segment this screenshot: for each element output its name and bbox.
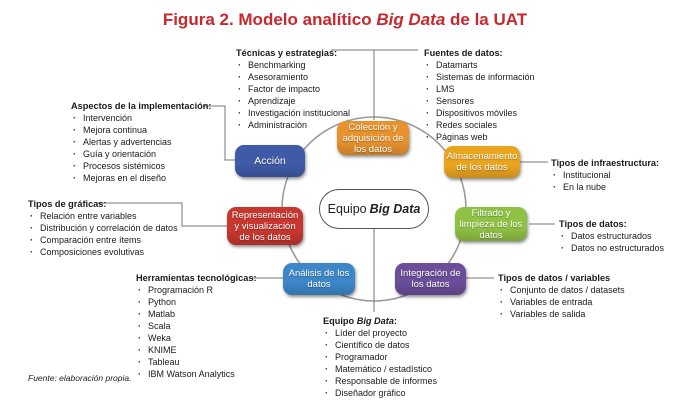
block-variables: Tipos de datos / variables Conjunto de d…	[498, 272, 625, 320]
list-item: Variables de salida	[498, 308, 625, 320]
node-filtrado-label: Filtrado y limpieza de los datos	[459, 207, 523, 241]
block-tiposdatos: Tipos de datos: Datos estructuradosDatos…	[559, 218, 664, 254]
node-almacenamiento-label: Almacenamiento de los datos	[446, 151, 518, 173]
list-item: Redes sociales	[424, 119, 535, 131]
block-tiposdatos-list: Datos estructuradosDatos no estructurado…	[559, 230, 664, 254]
block-tiposdatos-heading: Tipos de datos:	[559, 219, 627, 229]
block-aspectos: Aspectos de la implementación: Intervenc…	[71, 100, 211, 184]
block-herramientas: Herramientas tecnológicas: Programación …	[136, 272, 257, 380]
block-equipo-heading-emph: Big Data	[356, 316, 394, 326]
list-item: Programador	[323, 351, 437, 363]
connector-aspectos	[203, 105, 235, 161]
node-accion: Acción	[235, 145, 305, 177]
block-graficas-heading: Tipos de gráficas:	[28, 199, 107, 209]
node-analisis: Análisis de los datos	[283, 263, 355, 295]
block-equipo-heading-prefix: Equipo	[323, 316, 357, 326]
figure-title-emph: Big Data	[376, 10, 446, 29]
list-item: Administración	[236, 119, 350, 131]
list-item: Investigación institucional	[236, 107, 350, 119]
block-tecnicas-heading: Técnicas y estrategias:	[236, 48, 338, 58]
list-item: Guía y orientación	[71, 148, 211, 160]
list-item: Responsable de informes	[323, 375, 437, 387]
list-item: Intervención	[71, 112, 211, 124]
node-filtrado: Filtrado y limpieza de los datos	[455, 207, 527, 241]
connector-graficas	[96, 202, 227, 227]
node-accion-label: Acción	[254, 154, 286, 167]
node-representacion: Representación y visualización de los da…	[227, 207, 303, 245]
list-item: Datos no estructurados	[559, 242, 664, 254]
node-representacion-label: Representación y visualización de los da…	[231, 209, 299, 243]
block-equipo-heading: Equipo Big Data:	[323, 315, 437, 327]
list-item: Datos estructurados	[559, 230, 664, 242]
block-graficas-list: Relación entre variablesDistribución y c…	[28, 210, 178, 258]
list-item: KNIME	[136, 344, 257, 356]
list-item: Líder del proyecto	[323, 327, 437, 339]
node-integracion-label: Integración de los datos	[400, 268, 461, 290]
list-item: Matlab	[136, 308, 257, 320]
source-note: Fuente: elaboración propia.	[28, 373, 132, 383]
node-coleccion-label: Colección y adquisición de los datos	[342, 121, 404, 155]
figure-title-prefix: Figura 2. Modelo analítico	[162, 10, 377, 29]
list-item: LMS	[424, 83, 535, 95]
block-herramientas-heading: Herramientas tecnológicas:	[136, 273, 257, 283]
block-herramientas-list: Programación RPythonMatlabScalaWekaKNIME…	[136, 284, 257, 380]
list-item: Dispositivos móviles	[424, 107, 535, 119]
list-item: Diseñador gráfico	[323, 387, 437, 399]
node-analisis-label: Análisis de los datos	[288, 268, 350, 290]
block-tecnicas-list: BenchmarkingAsesoramientoFactor de impac…	[236, 59, 350, 131]
list-item: Tableau	[136, 356, 257, 368]
list-item: En la nube	[551, 181, 659, 193]
list-item: Asesoramiento	[236, 71, 350, 83]
list-item: Comparación entre ítems	[28, 234, 178, 246]
block-equipo: Equipo Big Data: Líder del proyectoCient…	[323, 315, 437, 399]
list-item: Programación R	[136, 284, 257, 296]
list-item: Sensores	[424, 95, 535, 107]
block-graficas: Tipos de gráficas: Relación entre variab…	[28, 198, 178, 258]
node-integracion: Integración de los datos	[395, 263, 466, 295]
block-equipo-list: Líder del proyectoCientífico de datosPro…	[323, 327, 437, 399]
list-item: Mejora continua	[71, 124, 211, 136]
block-fuentes: Fuentes de datos: DatamartsSistemas de i…	[424, 47, 535, 143]
list-item: Weka	[136, 332, 257, 344]
list-item: Alertas y advertencias	[71, 136, 211, 148]
block-variables-heading: Tipos de datos / variables	[498, 273, 611, 283]
block-equipo-heading-suffix: :	[393, 316, 398, 326]
list-item: Aprendizaje	[236, 95, 350, 107]
center-node-emph: Big Data	[369, 202, 421, 216]
block-fuentes-list: DatamartsSistemas de informaciónLMSSenso…	[424, 59, 535, 143]
list-item: Scala	[136, 320, 257, 332]
list-item: Científico de datos	[323, 339, 437, 351]
list-item: Factor de impacto	[236, 83, 350, 95]
block-infraestructura: Tipos de infraestructura: InstitucionalE…	[551, 157, 659, 193]
list-item: Distribución y correlación de datos	[28, 222, 178, 234]
block-aspectos-list: IntervenciónMejora continuaAlertas y adv…	[71, 112, 211, 184]
list-item: Composiciones evolutivas	[28, 246, 178, 258]
figure-title: Figura 2. Modelo analítico Big Data de l…	[0, 10, 690, 30]
list-item: Sistemas de información	[424, 71, 535, 83]
list-item: Python	[136, 296, 257, 308]
list-item: Relación entre variables	[28, 210, 178, 222]
list-item: Páginas web	[424, 131, 535, 143]
list-item: Institucional	[551, 169, 659, 181]
list-item: Variables de entrada	[498, 296, 625, 308]
block-fuentes-heading: Fuentes de datos:	[424, 48, 503, 58]
list-item: Datamarts	[424, 59, 535, 71]
list-item: Conjunto de datos / datasets	[498, 284, 625, 296]
list-item: Procesos sistémicos	[71, 160, 211, 172]
center-node-prefix: Equipo	[327, 202, 367, 216]
block-variables-list: Conjunto de datos / datasetsVariables de…	[498, 284, 625, 320]
list-item: IBM Watson Analytics	[136, 368, 257, 380]
figure-title-suffix: de la UAT	[445, 10, 528, 29]
list-item: Benchmarking	[236, 59, 350, 71]
block-infraestructura-heading: Tipos de infraestructura:	[551, 158, 660, 168]
block-aspectos-heading: Aspectos de la implementación:	[71, 101, 212, 111]
list-item: Matemático / estadístico	[323, 363, 437, 375]
node-almacenamiento: Almacenamiento de los datos	[444, 146, 520, 178]
block-infraestructura-list: InstitucionalEn la nube	[551, 169, 659, 193]
list-item: Mejoras en el diseño	[71, 172, 211, 184]
node-coleccion: Colección y adquisición de los datos	[337, 121, 409, 155]
block-tecnicas: Técnicas y estrategias: BenchmarkingAses…	[236, 47, 350, 131]
